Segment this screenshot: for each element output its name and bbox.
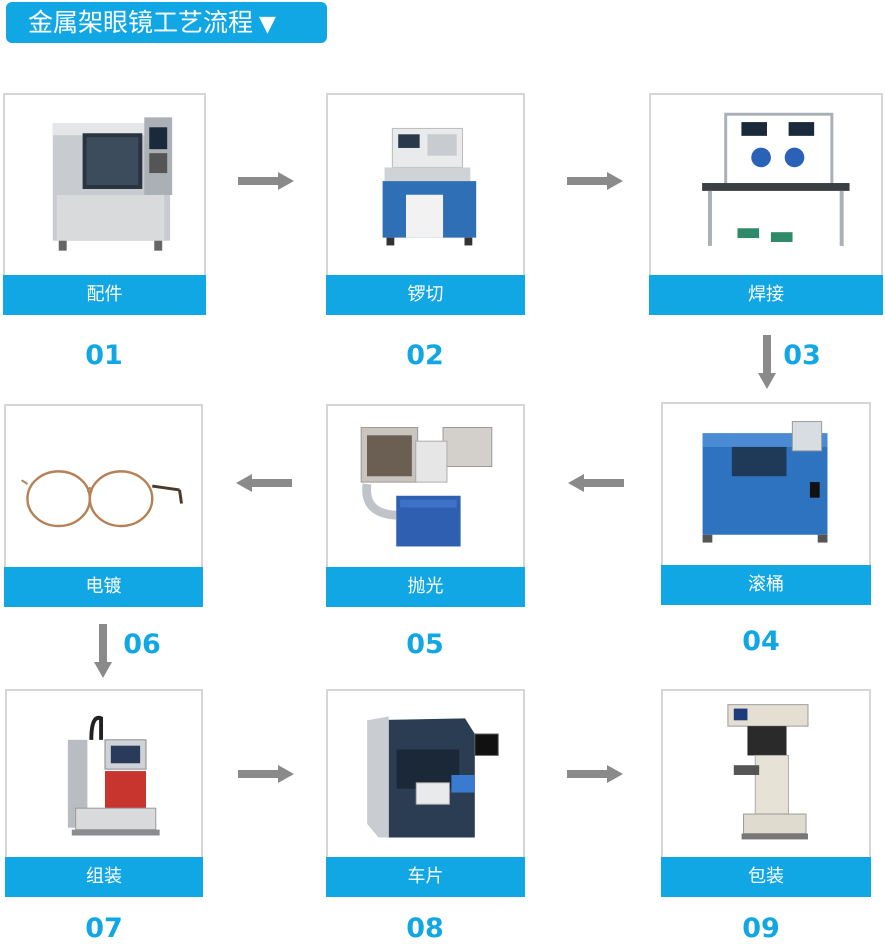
step-card-03: 焊接 <box>649 93 883 315</box>
assembly-machine-icon <box>7 691 201 857</box>
step-number-05: 05 <box>406 629 444 660</box>
step-number-03: 03 <box>783 340 821 371</box>
tumbling-machine-icon <box>663 404 869 565</box>
step-card-02: 锣切 <box>326 93 525 315</box>
step-label: 电镀 <box>4 567 203 607</box>
title-text: 金属架眼镜工艺流程 <box>28 8 254 37</box>
page-title: 金属架眼镜工艺流程▼ <box>6 2 327 43</box>
step-number-01: 01 <box>85 340 123 371</box>
step-label: 焊接 <box>649 275 883 315</box>
step-number-04: 04 <box>742 626 780 657</box>
step-label: 车片 <box>326 857 525 897</box>
lens-edger-icon <box>328 691 523 857</box>
step-card-05: 抛光 <box>326 404 525 607</box>
step-label: 滚桶 <box>661 565 871 605</box>
cnc-machine-icon <box>5 95 204 275</box>
step-card-07: 组装 <box>5 689 203 897</box>
step-label: 锣切 <box>326 275 525 315</box>
step-label: 包装 <box>661 857 871 897</box>
welding-machine-icon <box>651 95 881 275</box>
triangle-down-icon: ▼ <box>259 12 276 37</box>
step-number-06: 06 <box>123 629 161 660</box>
arrow-right-icon <box>238 172 294 190</box>
step-card-04: 滚桶 <box>661 402 871 605</box>
step-card-01: 配件 <box>3 93 206 315</box>
step-card-09: 包装 <box>661 689 871 897</box>
step-number-02: 02 <box>406 340 444 371</box>
step-number-07: 07 <box>85 913 123 944</box>
step-card-06: 电镀 <box>4 404 203 607</box>
step-number-08: 08 <box>406 913 444 944</box>
step-number-09: 09 <box>742 913 780 944</box>
arrow-left-icon <box>236 474 292 492</box>
polishing-machine-icon <box>328 406 523 567</box>
arrow-left-icon <box>568 474 624 492</box>
arrow-right-icon <box>567 172 623 190</box>
step-label: 配件 <box>3 275 206 315</box>
arrow-right-icon <box>238 765 294 783</box>
pad-printer-icon <box>663 691 869 857</box>
arrow-down-icon <box>758 335 776 389</box>
arrow-right-icon <box>567 765 623 783</box>
step-label: 抛光 <box>326 567 525 607</box>
arrow-down-icon <box>94 624 112 678</box>
glasses-frame-icon <box>6 406 201 567</box>
step-card-08: 车片 <box>326 689 525 897</box>
step-label: 组装 <box>5 857 203 897</box>
milling-machine-icon <box>328 95 523 275</box>
